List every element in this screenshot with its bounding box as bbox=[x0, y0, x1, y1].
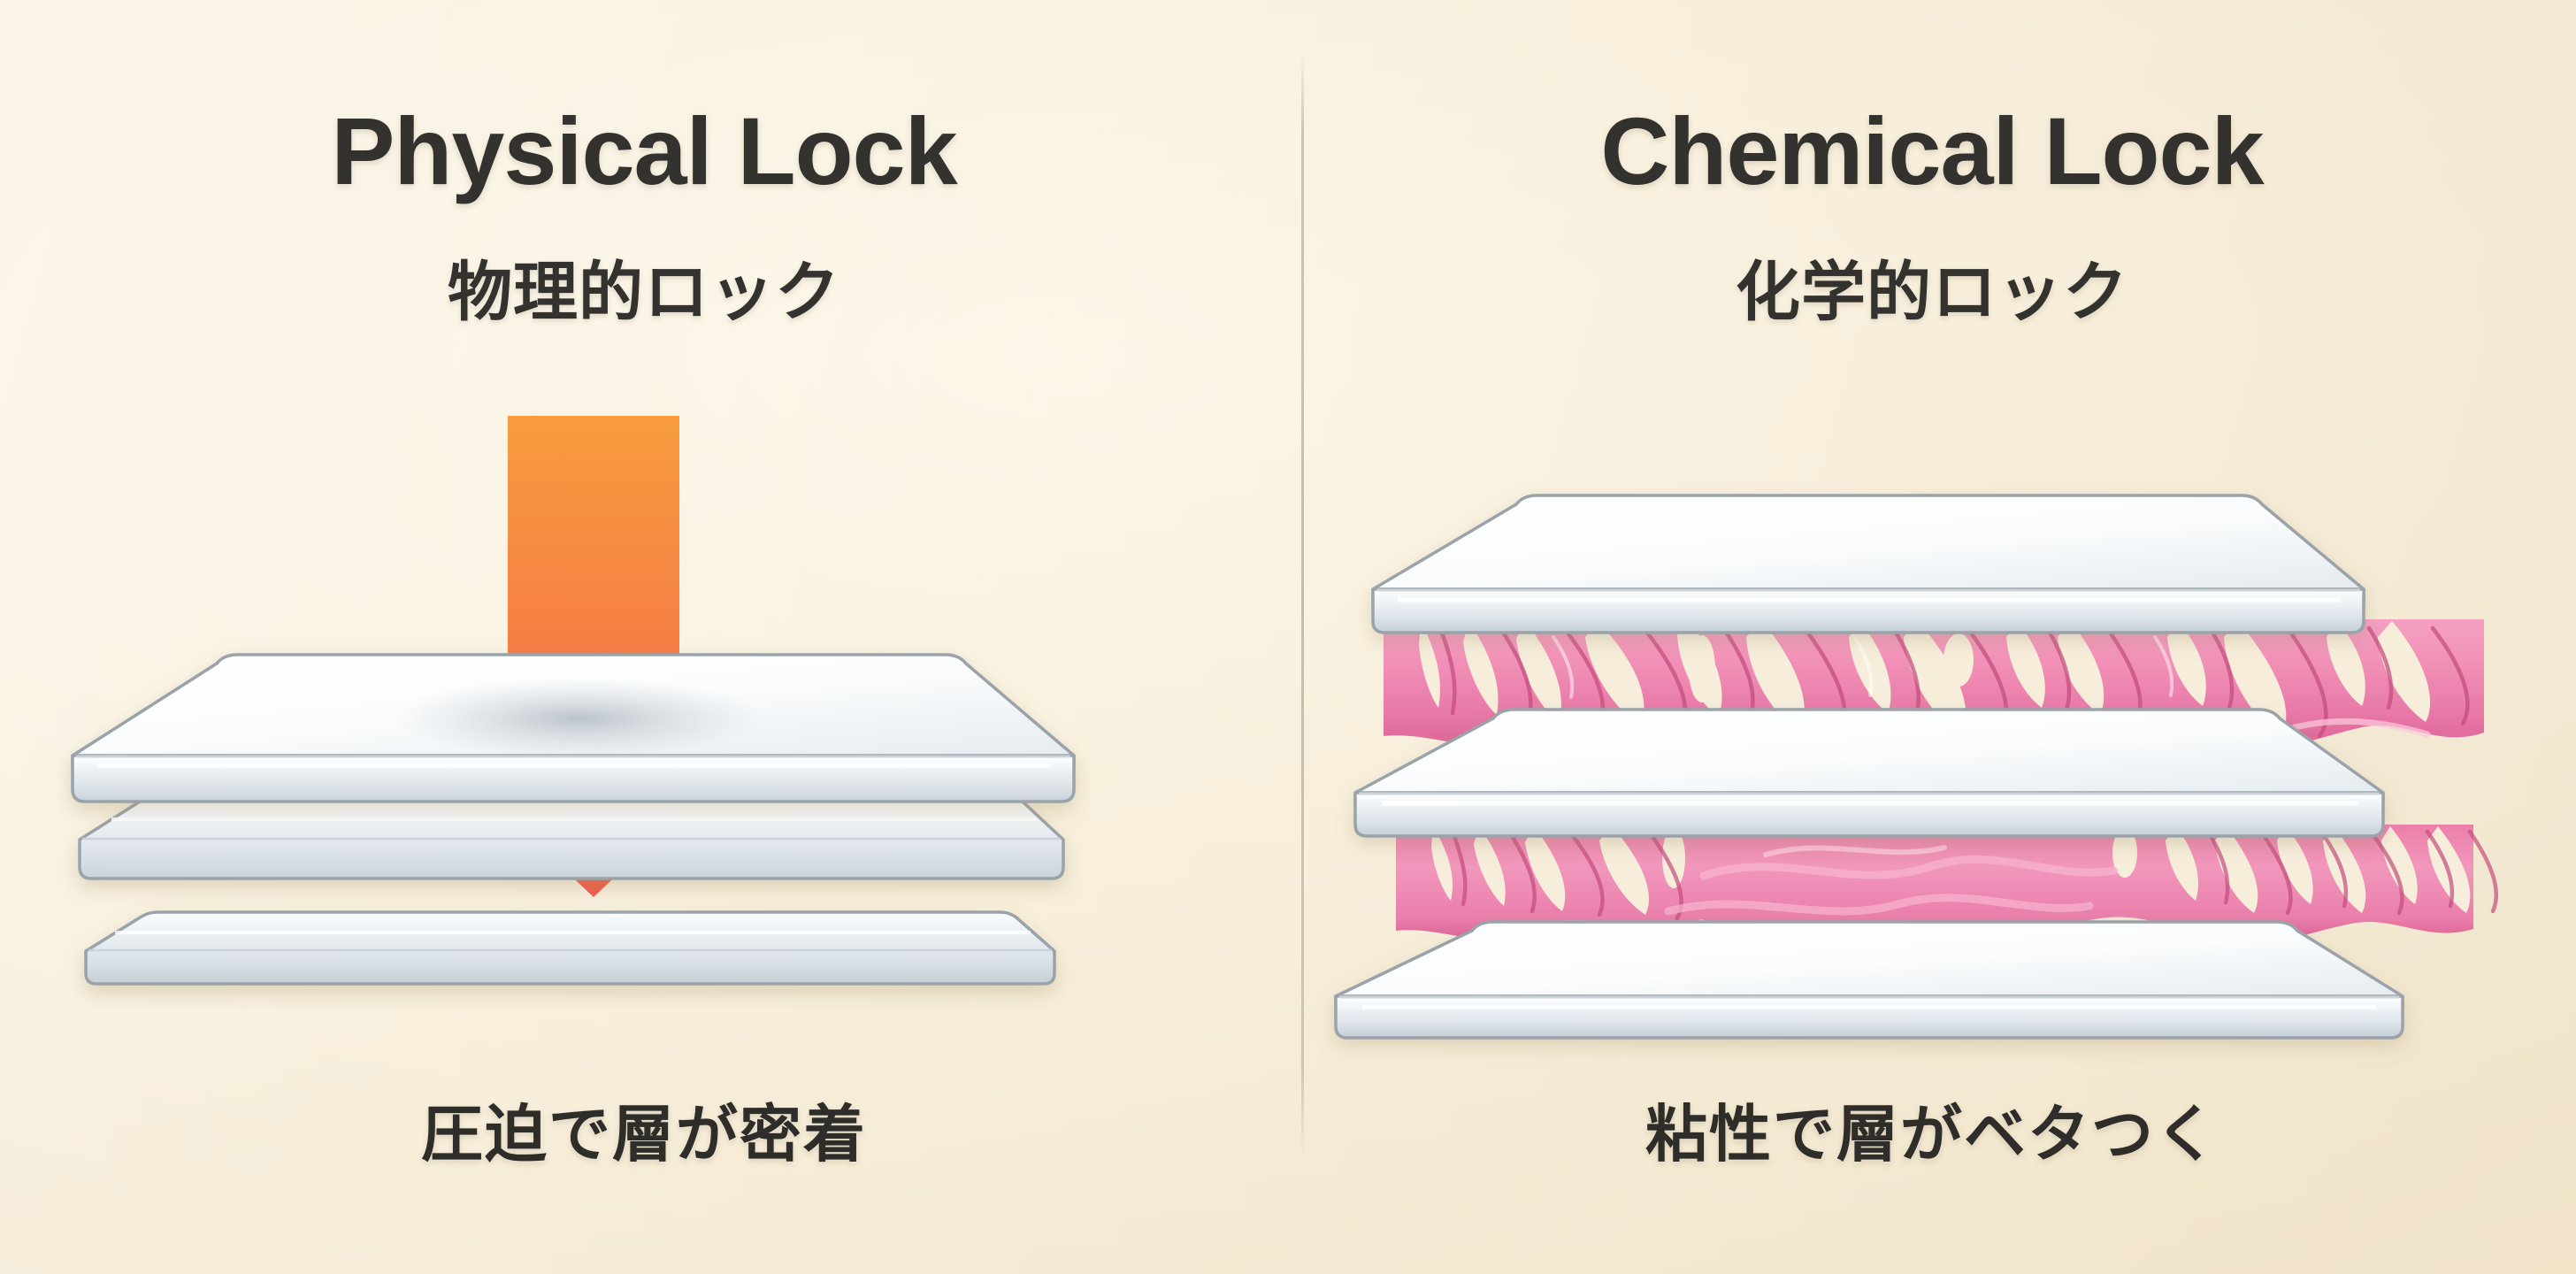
adhesive-lower bbox=[1396, 825, 2499, 946]
panel-physical-lock: Physical Lock 物理的ロック bbox=[0, 97, 1288, 1169]
plate-middle bbox=[1353, 708, 2385, 838]
chemical-lock-illustration bbox=[1288, 494, 2576, 1044]
panel-divider bbox=[1301, 55, 1304, 1156]
physical-lock-illustration bbox=[0, 389, 1288, 1044]
plate-bottom bbox=[1334, 920, 2404, 1040]
plate-bottom bbox=[84, 910, 1056, 986]
panel-chemical-lock: Chemical Lock 化学的ロック bbox=[1288, 0, 2576, 1274]
physical-lock-title-ja: 物理的ロック bbox=[448, 257, 840, 328]
plate-middle bbox=[78, 795, 1065, 880]
plate-top bbox=[71, 653, 1076, 803]
physical-lock-title-en: Physical Lock bbox=[331, 97, 957, 204]
plate-top bbox=[1371, 494, 2365, 634]
chemical-lock-title-ja: 化学的ロック bbox=[1736, 257, 2128, 328]
chemical-lock-caption: 粘性で層がベタつく bbox=[1645, 1100, 2219, 1169]
physical-lock-caption: 圧迫で層が密着 bbox=[421, 1100, 867, 1169]
chemical-lock-title-en: Chemical Lock bbox=[1600, 97, 2264, 204]
